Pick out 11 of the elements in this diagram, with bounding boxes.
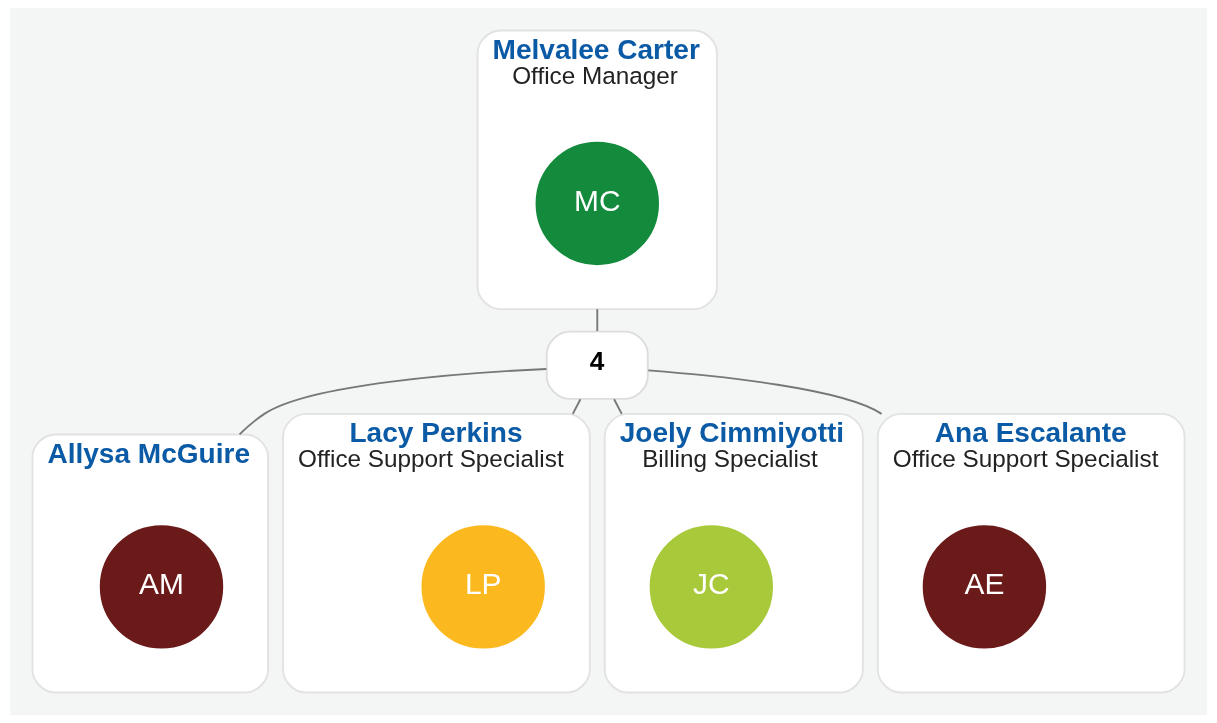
node-circle: AE	[922, 525, 1047, 649]
node-circle: AM	[99, 525, 224, 649]
node-circle: LP	[421, 525, 545, 649]
node-box: 4	[545, 330, 649, 400]
connector	[596, 308, 599, 332]
connector	[571, 398, 582, 415]
connector	[238, 368, 548, 436]
node-circle: JC	[649, 525, 774, 649]
connector	[613, 398, 623, 415]
connector	[647, 369, 883, 415]
node-circle: MC	[535, 141, 659, 266]
